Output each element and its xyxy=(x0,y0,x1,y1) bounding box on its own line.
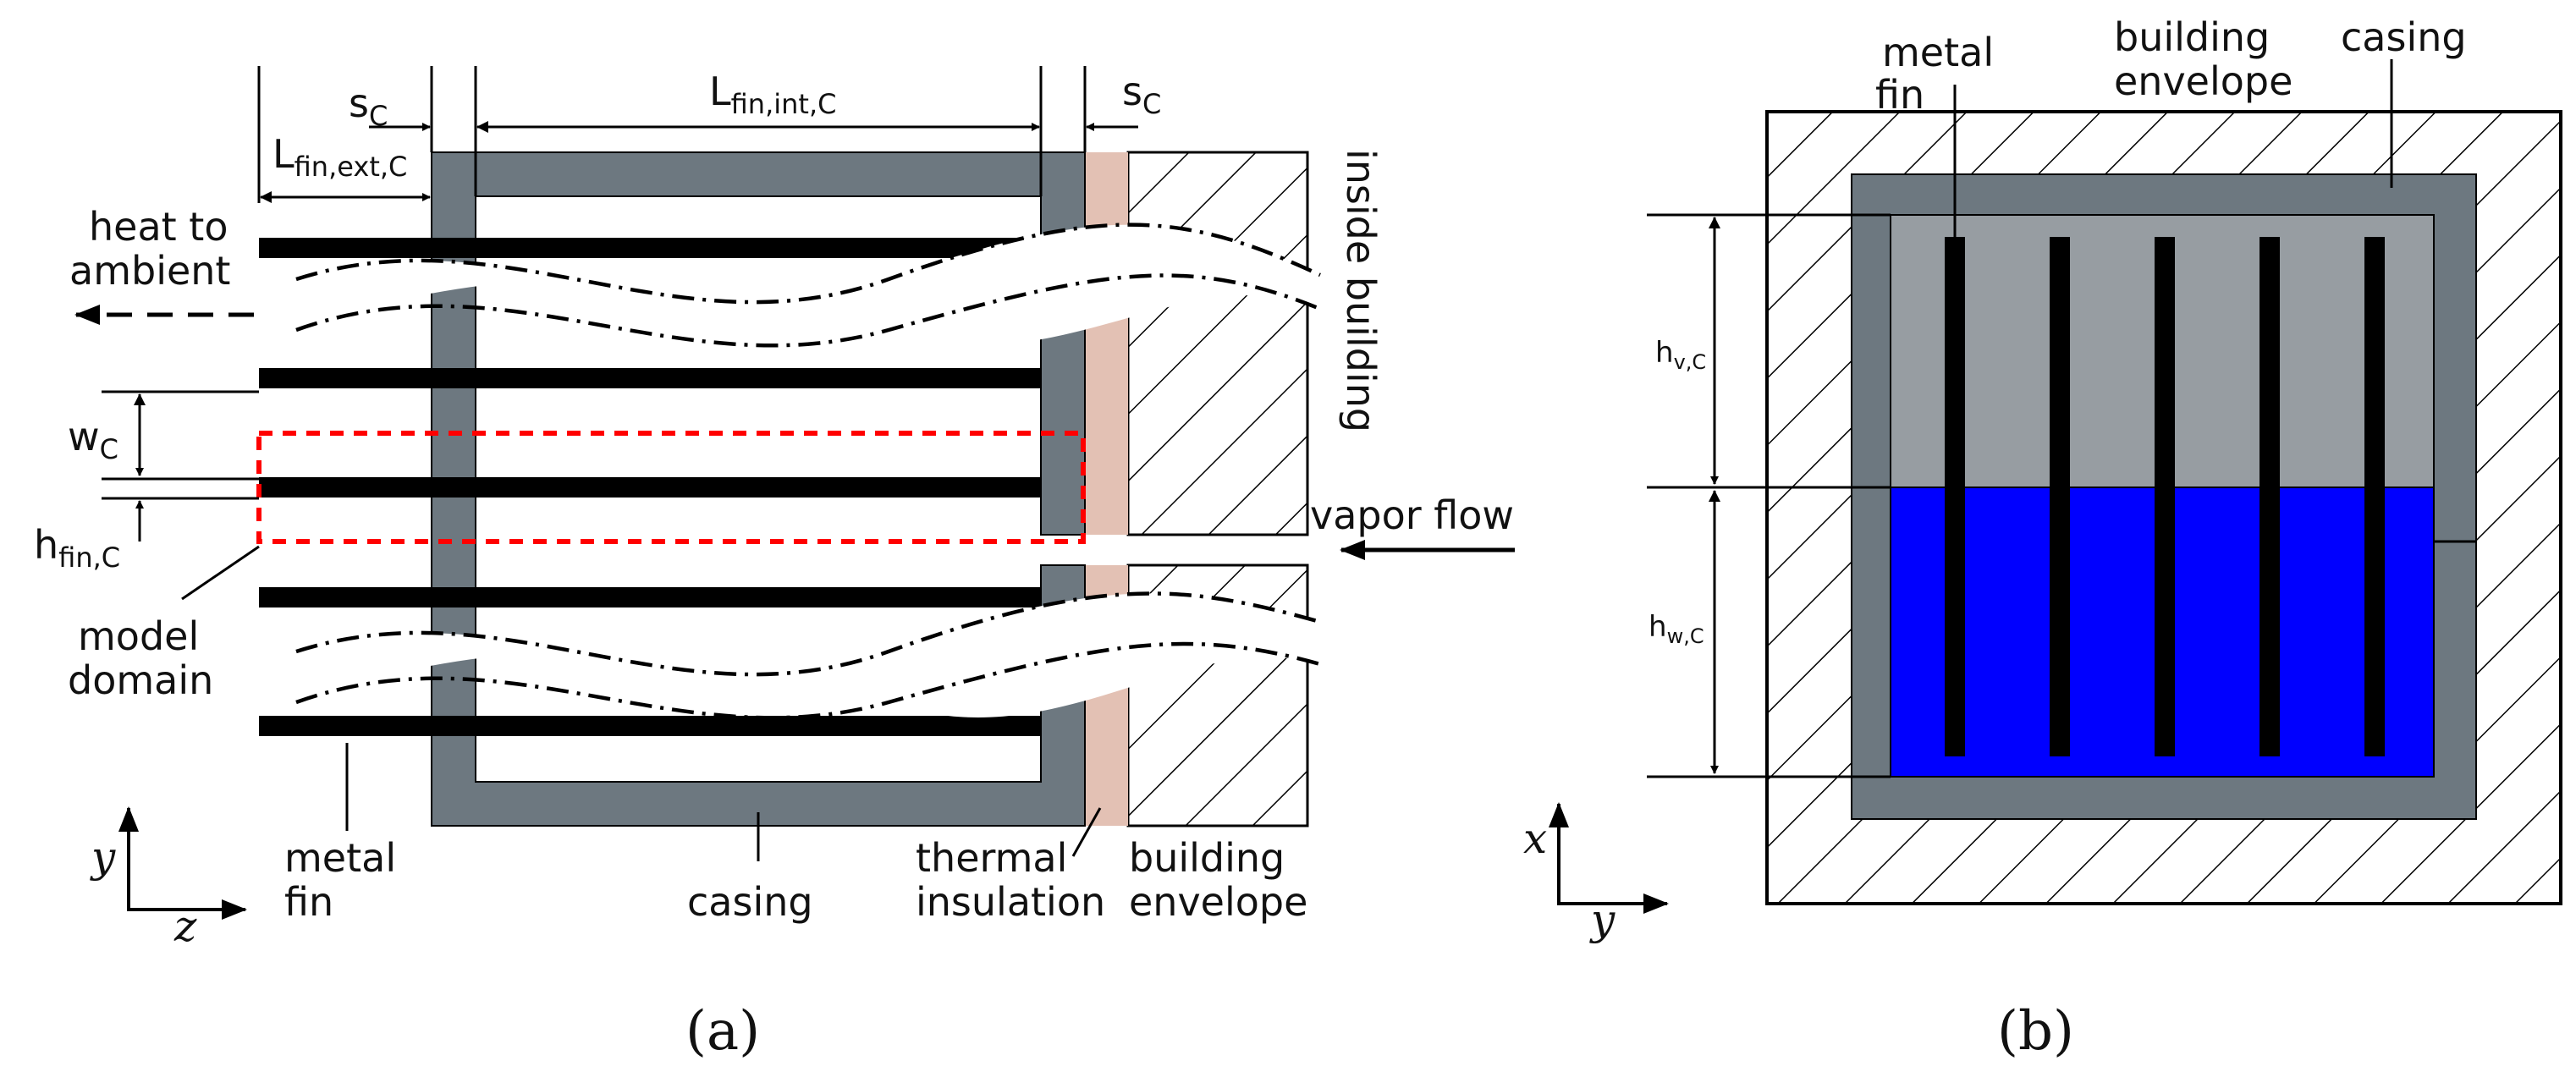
fin-b-3 xyxy=(2155,237,2175,756)
l-fin-ext-label: Lfin,ext,C xyxy=(272,131,407,183)
axis-z-label-a: z xyxy=(173,902,197,951)
axis-y-label-a: y xyxy=(90,833,116,882)
break-band-top xyxy=(295,223,1321,348)
break-band-bottom xyxy=(295,591,1321,720)
s-c-right-label: sC xyxy=(1122,69,1161,120)
leaders-a xyxy=(181,545,1102,861)
axes-b xyxy=(1549,802,1669,914)
fin-5 xyxy=(259,716,1041,736)
w-c-label: wC xyxy=(68,414,118,465)
casing-label-b: casing xyxy=(2341,14,2467,60)
axes-a xyxy=(118,806,247,920)
dimensions-b xyxy=(1647,213,2476,778)
casing-label-a: casing xyxy=(687,879,813,925)
dimensions-left xyxy=(102,390,259,542)
fin-b-1 xyxy=(1945,237,1965,756)
vapor-flow-label: vapor flow xyxy=(1310,492,1514,538)
fin-b-4 xyxy=(2260,237,2280,756)
h-fin-label: hfin,C xyxy=(34,522,120,574)
s-c-left-label: sC xyxy=(349,80,388,132)
fin-2 xyxy=(259,368,1041,388)
fin-b-5 xyxy=(2364,237,2385,756)
caption-a: (a) xyxy=(685,1000,760,1063)
fin-3 xyxy=(259,477,1041,498)
l-fin-int-label: Lfin,int,C xyxy=(709,69,836,120)
inside-building-label: inside building xyxy=(1338,149,1384,432)
axis-y-label-b: y xyxy=(1589,895,1616,944)
fin-b-2 xyxy=(2050,237,2070,756)
fin-1 xyxy=(259,238,1041,258)
h-w-label: hw,C xyxy=(1649,610,1704,648)
axis-x-label-b: x xyxy=(1523,814,1547,863)
fin-4 xyxy=(259,587,1041,607)
model-domain-box xyxy=(256,431,1086,544)
insulation-top xyxy=(1085,152,1128,535)
metal-fins-b xyxy=(1945,237,2385,756)
h-v-label: hv,C xyxy=(1655,336,1706,374)
leaders-b xyxy=(1953,59,2393,240)
dimensions-top xyxy=(257,66,1138,203)
metal-fins-a xyxy=(259,238,1041,736)
caption-b: (b) xyxy=(1997,1000,2074,1063)
